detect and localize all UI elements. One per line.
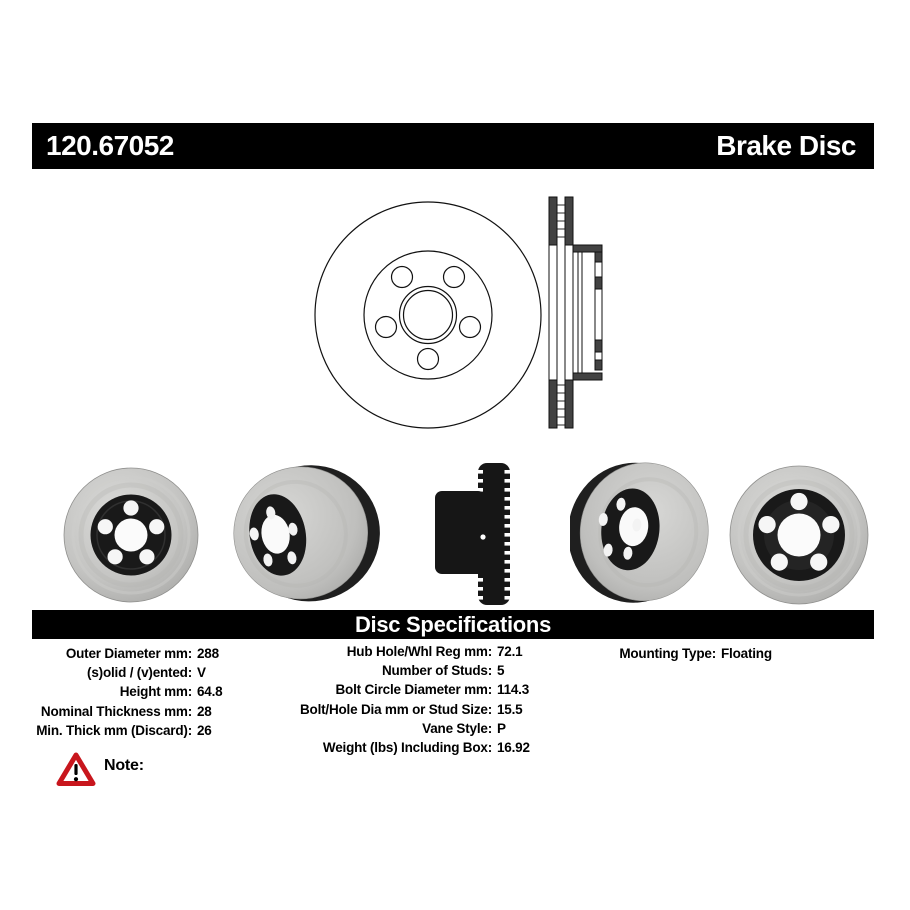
spec-row: Number of Studs: 5 bbox=[381, 663, 505, 679]
warning-icon bbox=[56, 752, 96, 786]
front-view-drawing bbox=[314, 201, 542, 429]
photo-angle-view-left bbox=[233, 465, 380, 602]
header-bar: 120.67052 Brake Disc bbox=[32, 123, 874, 169]
photo-angle-view-right bbox=[570, 462, 709, 603]
spec-row: Hub Hole/Whl Reg mm: 72.1 bbox=[346, 644, 523, 660]
section-title: Disc Specifications bbox=[354, 611, 552, 637]
spec-row: Weight (lbs) Including Box: 16.92 bbox=[322, 740, 530, 756]
photo-edge-view bbox=[435, 463, 511, 605]
spec-column-dimensions: Outer Diameter mm: 288 (s)olid / (v)ente… bbox=[22, 644, 222, 740]
photo-front-view bbox=[63, 467, 199, 603]
photo-front-view-large bbox=[729, 465, 869, 605]
spec-column-mounting: Mounting Type: Floating bbox=[556, 644, 772, 663]
section-bar: Disc Specifications bbox=[32, 610, 874, 639]
spec-row: Bolt Circle Diameter mm: 114.3 bbox=[335, 682, 530, 698]
spec-row: (s)olid / (v)ented: V bbox=[87, 665, 206, 681]
brake-disc-technical-drawing bbox=[314, 196, 603, 429]
section-view-drawing bbox=[548, 196, 603, 429]
spec-row: Outer Diameter mm: 288 bbox=[65, 646, 219, 662]
spec-row: Mounting Type: Floating bbox=[619, 646, 772, 662]
product-name: Brake Disc bbox=[716, 130, 856, 161]
spec-row: Min. Thick mm (Discard): 26 bbox=[36, 722, 212, 738]
spec-row: Height mm: 64.8 bbox=[119, 684, 223, 700]
spec-row: Vane Style: P bbox=[422, 720, 506, 736]
spec-row: Bolt/Hole Dia mm or Stud Size: 15.5 bbox=[299, 701, 523, 717]
spec-column-hub: Hub Hole/Whl Reg mm: 72.1 Number of Stud… bbox=[292, 642, 530, 757]
note-label: Note: bbox=[104, 757, 144, 774]
part-number: 120.67052 bbox=[46, 130, 174, 161]
spec-row: Nominal Thickness mm: 28 bbox=[40, 703, 212, 719]
